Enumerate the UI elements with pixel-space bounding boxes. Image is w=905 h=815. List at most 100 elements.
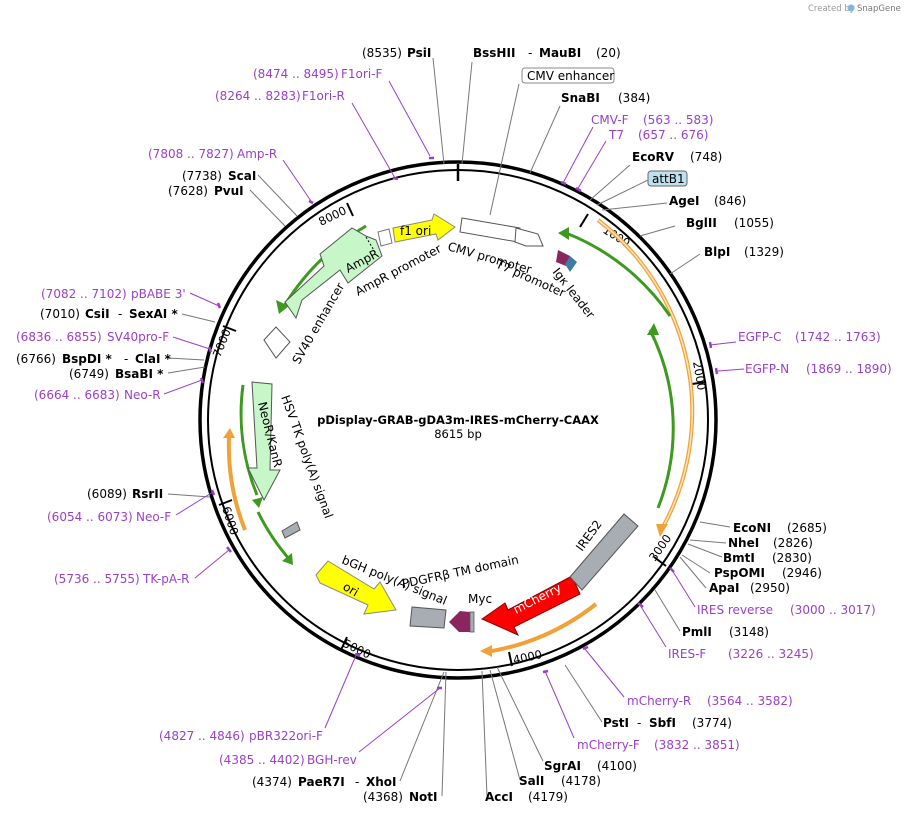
primer-name: mCherry-F [577,738,640,752]
cmv-enhancer-label: CMV enhancer [527,69,614,83]
enzyme-name: SnaBI [561,91,600,105]
enzyme-labels: (8535)PsiI BssHII-MauBI(20) SnaBI(384) E… [16,46,827,804]
leader-line [639,225,676,237]
enzyme-pos: (3774) [692,716,732,730]
primer-leader-line [544,670,575,739]
enzyme-pos: (2946) [782,566,822,580]
enzyme-name: CsiI [85,307,110,321]
enzyme-name: AccI [485,790,513,804]
primer-label-neo-r: (6664 .. 6683)Neo-R [34,388,161,402]
primer-site [575,186,582,193]
enzyme-label-acci: AccI (4179) [485,790,568,804]
primer-range: (5736 .. 5755) [54,572,140,586]
leader-line [687,543,723,558]
primer-leader-line [358,687,441,753]
primer-name: Neo-F [136,510,171,524]
leader-line [432,57,445,165]
enzyme-pos: (2950) [750,581,790,595]
primer-name: TK-pA-R [142,572,190,586]
primer-range: (7082 .. 7102) [41,287,127,301]
primer-label-tk-pa-r: (5736 .. 5755)TK-pA-R [54,572,190,586]
enzyme-label-csii: (7010)CsiI-SexAI * [40,307,178,321]
enzyme-dash: - [124,352,128,366]
enzyme-name: BlpI [704,245,730,259]
primer-leader-line [584,648,625,698]
myc-box [469,611,475,633]
enzyme-pos: (1055) [734,216,774,230]
tick-mark [653,556,667,567]
leader-line [489,669,521,781]
enzyme-name-2: SbfI [649,716,676,730]
enzyme-pos: (4100) [597,759,637,773]
enzyme-label-sgrai: SgrAI(4100) [544,759,637,773]
tick-mark [691,381,707,385]
orf-arrow-green [565,231,672,317]
primer-label-ires-reverse: IRES reverse(3000 .. 3017) [697,603,876,617]
orf-arrowhead [282,553,293,565]
bgh-polya-box [409,606,447,629]
primer-leader-line [189,292,220,307]
leader-line [441,671,447,797]
tick-label-7000: 7000 [210,327,234,359]
tick-label-8000: 8000 [316,203,348,228]
orf-ring-arrowhead [656,524,668,537]
leader-line [167,357,205,361]
primer-range: (4385 .. 4402) [219,753,305,767]
primer-label-ires-f: IRES-F(3226 .. 3245) [668,647,814,661]
primer-site [708,341,713,349]
enzyme-pos: (846) [714,194,746,208]
enzyme-label-rsrii: (6089)RsrII [87,487,163,501]
enzyme-label-psti: PstI-SbfI(3774) [603,716,732,730]
enzyme-label-snabi: SnaBI(384) [561,91,650,105]
enzyme-label-ecorv: EcoRV(748) [632,150,722,164]
enzyme-dash: - [637,716,641,730]
enzyme-label-scai: (7738)ScaI [182,169,256,183]
primer-label-f1ori-r: (8264 .. 8283)F1ori-R [215,89,345,103]
leader-line [654,589,681,632]
ampr-arrow [284,227,383,320]
enzyme-pos: (7628) [168,184,208,198]
primer-leader-line [671,569,696,608]
igk-leader-shape [565,256,577,272]
enzyme-pos: (3148) [729,625,769,639]
enzyme-name: ApaI [709,581,739,595]
enzyme-pos: (7738) [182,169,222,183]
cmv-enhancer-tag: CMV enhancer [521,67,615,84]
leader-line [249,189,286,227]
enzyme-pos: (7010) [40,307,80,321]
leader-line [489,83,520,216]
enzyme-name: PvuI [214,184,244,198]
tick-mark [579,213,589,228]
enzyme-label-pvui: (7628) PvuI [168,184,244,198]
primer-label-f1ori-f: (8474 .. 8495)F1ori-F [253,67,382,81]
primer-range: (1869 .. 1890) [806,362,892,376]
ires2-box [569,513,639,591]
sv40-enhancer-box [263,326,291,359]
credit-text: Created by [808,4,855,14]
leader-line [496,666,544,762]
primer-site [392,176,399,181]
enzyme-label-econi: EcoNI(2685) [733,521,827,535]
enzyme-pos: (748) [690,150,722,164]
primer-label-sv40pro-f: (6836 .. 6855)SV40pro-F [16,330,169,344]
enzyme-name: BglII [686,216,717,230]
leader-line [167,493,211,498]
enzyme-pos: (6089) [87,487,127,501]
leader-line [681,554,711,574]
enzyme-pos: (6749) [69,367,109,381]
enzyme-pos: (4179) [528,790,568,804]
primer-site [669,567,675,573]
primer-name: CMV-F [591,113,629,127]
leader-line [679,556,707,589]
primer-leader-line [172,336,211,350]
credit-brand: SnapGene [857,4,901,14]
leader-line [481,670,488,797]
enzyme-name-2: XhoI [366,775,397,789]
primer-range: (563 .. 583) [643,113,713,127]
tick-mark [340,636,348,651]
primer-range: (3000 .. 3017) [790,603,876,617]
tick-label-2000: 2000 [690,360,709,391]
leader-line [669,253,701,275]
enzyme-name: EcoNI [733,521,771,535]
